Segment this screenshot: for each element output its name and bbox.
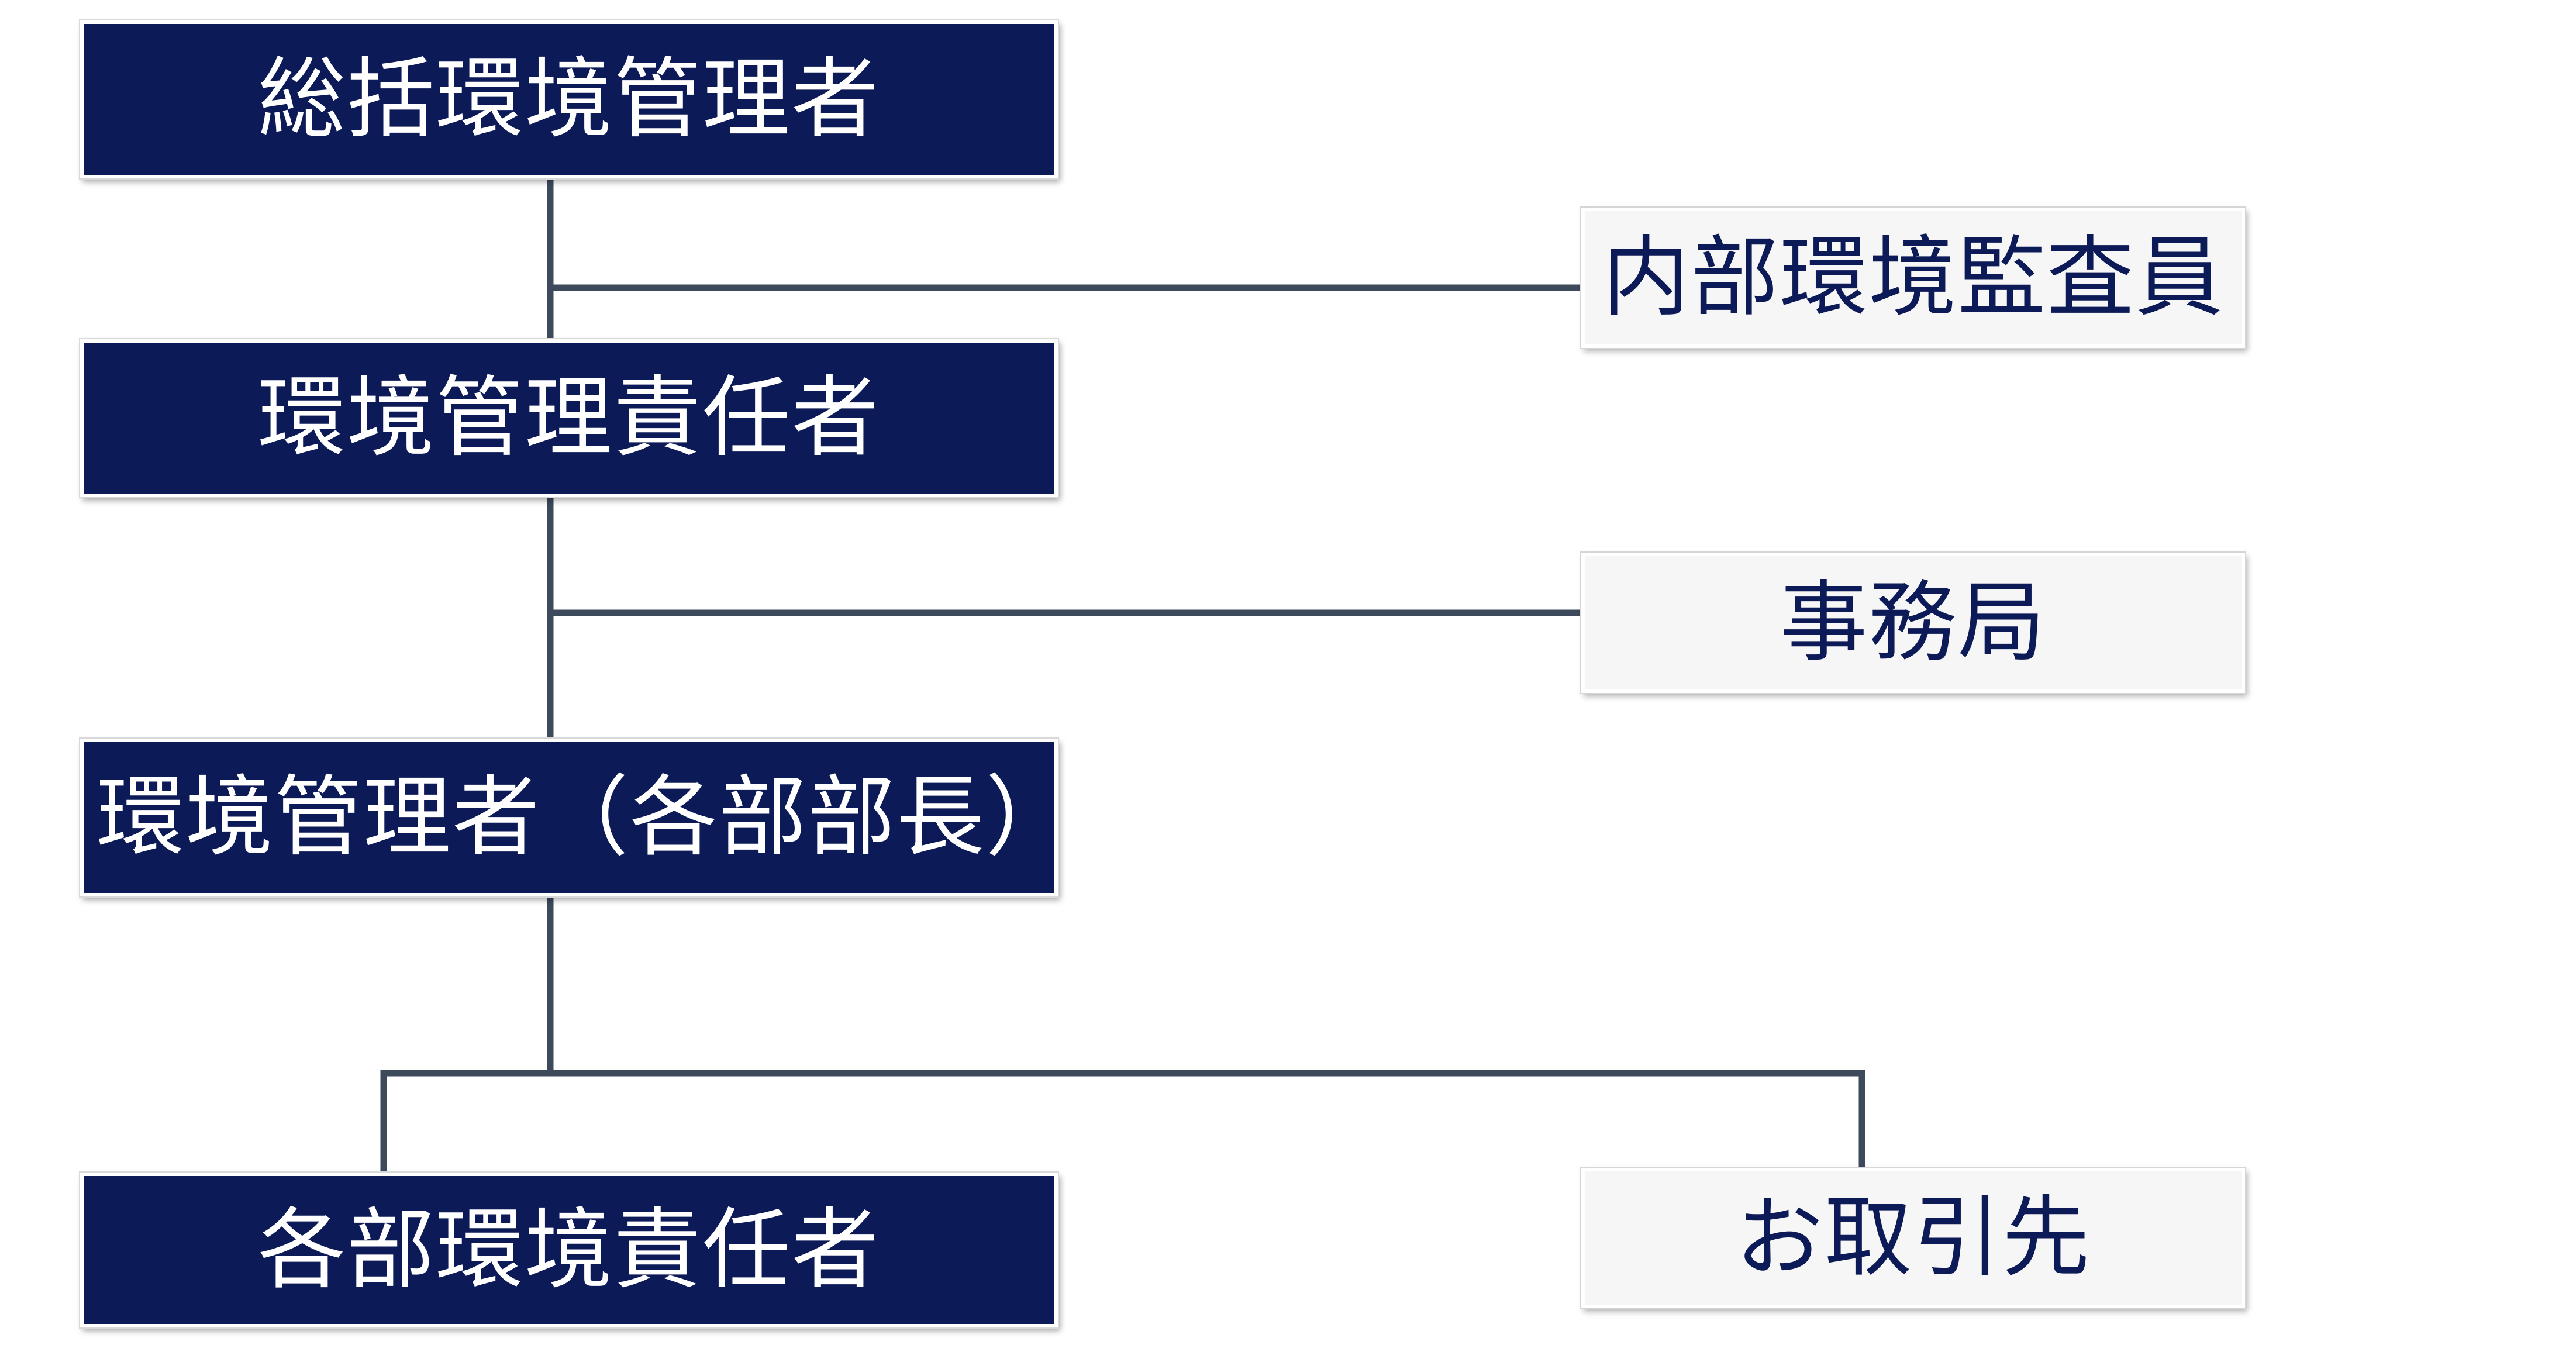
node-env-manager-dept-heads: 環境管理者（各部部長） [80,739,1058,896]
node-env-management-responsible-label: 環境管理責任者 [257,367,880,469]
node-dept-env-responsible-label: 各部環境責任者 [257,1199,880,1301]
node-internal-env-auditor-label: 内部環境監査員 [1602,227,2225,329]
node-dept-env-responsible: 各部環境責任者 [80,1173,1058,1327]
node-env-management-responsible: 環境管理責任者 [80,339,1058,497]
node-internal-env-auditor: 内部環境監査員 [1581,208,2245,348]
node-env-manager-dept-heads-label: 環境管理者（各部部長） [96,767,1058,868]
node-general-env-manager-label: 総括環境管理者 [257,49,880,150]
node-secretariat: 事務局 [1581,553,2245,693]
node-business-partners: お取引先 [1581,1168,2245,1308]
node-secretariat-label: 事務局 [1780,572,2047,674]
node-business-partners-label: お取引先 [1735,1187,2091,1289]
node-general-env-manager: 総括環境管理者 [80,20,1058,178]
